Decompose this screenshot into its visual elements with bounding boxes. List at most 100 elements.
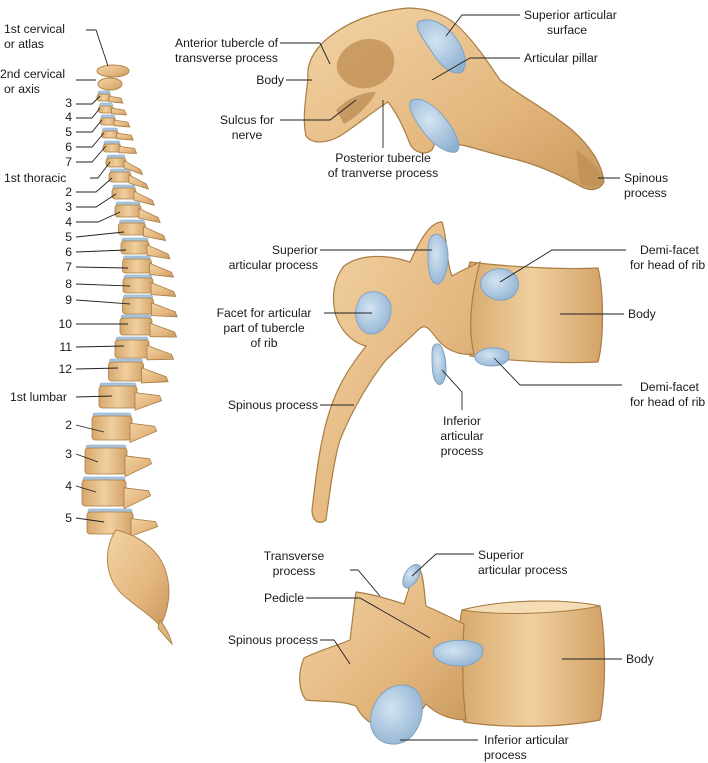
vertebral-column [81,64,178,646]
leader-sup-art-process-lumbar [411,553,474,577]
label-body-lumbar: Body [626,652,654,666]
lumbar-vertebra [299,563,606,745]
vertebral-body [122,297,154,315]
label-t6: 6 [65,245,72,259]
leader-superior-articular-surface [445,14,520,37]
vertebral-body [81,479,127,507]
label-l4: 4 [65,479,72,493]
inferior-articular-surface-shape [409,98,460,153]
leader-t7 [75,266,129,269]
vertebral-body [119,317,153,336]
spinous-process-segment [130,518,159,537]
lumbar-superior-articular-facet [402,563,421,589]
label-atlas: 1st cervical or atlas [4,22,65,51]
spinous-process-segment [146,244,171,260]
superior-articular-process-facet [427,233,449,285]
label-pedicle: Pedicle [264,591,304,605]
label-superior-articular-surface: Superior articular surface [524,8,617,37]
label-t11: 11 [59,340,72,354]
label-posterior-tubercle: Posterior tubercle of tranverse process [327,151,439,180]
superior-articular-surface-shape [416,19,466,74]
label-body-thoracic: Body [628,307,656,321]
label-t2: 2 [65,185,72,199]
leader-c7 [76,145,107,163]
label-c3: 3 [65,96,72,110]
label-c5: 5 [65,125,72,139]
label-t9: 9 [65,293,72,307]
vertebral-body [91,415,133,441]
vertebral-body [86,511,134,535]
leader-transverse-process [350,569,381,597]
label-demi-facet-lower: Demi-facet for head of rib [630,380,706,409]
label-t12: 12 [58,362,72,376]
leader-c6 [76,132,105,148]
spinous-process-segment [138,207,161,224]
label-anterior-tubercle: Anterior tubercle of transverse process [175,36,278,65]
label-l5: 5 [65,511,72,525]
spinous-process-segment [123,160,144,176]
leader-t5 [75,231,125,238]
lumbar-pedicle-facet [432,639,484,667]
label-c6: 6 [65,140,72,154]
spinous-processes [108,95,178,537]
leader-l5 [75,517,105,523]
leader-t12 [75,367,119,370]
label-inferior-articular-process: Inferior articular process [440,414,484,458]
leader-c4 [76,107,101,119]
label-c7: 7 [65,155,72,169]
sacrum [106,529,170,627]
leader-t9 [75,299,131,305]
spinous-process-segment [113,119,131,128]
lumbar-body-shape [457,600,606,727]
label-l2: 2 [65,418,72,432]
label-inferior-articular-lumbar: Inferior articular process [484,733,569,762]
leader-t1 [90,161,111,179]
label-transverse-process: Transverse process [263,549,325,578]
leader-pedicle [306,597,431,639]
thoracic-vertebra [311,221,604,523]
vertebral-body [118,222,146,236]
cervical-sulcus-shadow [336,92,376,124]
spinous-process-segment [133,190,155,206]
leader-l4 [75,485,97,493]
leader-t4 [76,211,121,223]
label-t10: 10 [58,317,72,331]
tubercle-facet-shape [355,291,392,335]
label-t8: 8 [65,277,72,291]
axis [97,77,123,91]
coccyx [157,618,173,646]
label-t4: 4 [65,215,72,229]
label-t3: 3 [65,200,72,214]
leader-atlas [86,29,109,67]
leader-c3 [76,95,101,105]
label-articular-pillar: Articular pillar [524,51,598,65]
leader-demi-facet-lower [493,357,622,386]
vertebral-body [108,361,144,382]
label-superior-articular-process-thoracic: Superior articular process [228,243,318,272]
label-facet-tubercle: Facet for articular part of tubercle of … [216,306,312,350]
vertebral-body [108,171,132,183]
leader-t8 [75,283,131,287]
leader-demi-facet-upper [499,249,626,283]
label-axis: 2nd cervical or axis [0,67,66,96]
vertebral-body [101,130,119,139]
atlas [96,64,130,78]
label-demi-facet-upper: Demi-facet for head of rib [630,243,706,272]
spinous-process-segment [129,422,158,444]
leader-t3 [76,193,117,208]
spinous-process-segment [134,392,163,411]
spinous-process-segment [124,455,153,478]
vertebral-body [114,339,150,359]
demi-facet-upper-shape [480,268,519,301]
vertebral-body [122,258,152,274]
label-sulcus: Sulcus for nerve [219,113,275,142]
spinous-process-segment [141,367,169,384]
spinous-process-segment [116,132,134,141]
leader-inferior-articular-process [441,369,463,410]
label-spinous-cervical: Spinous process [624,171,669,200]
leader-t11 [75,345,125,348]
spinous-process-segment [123,487,152,510]
spinous-process-segment [111,107,128,116]
